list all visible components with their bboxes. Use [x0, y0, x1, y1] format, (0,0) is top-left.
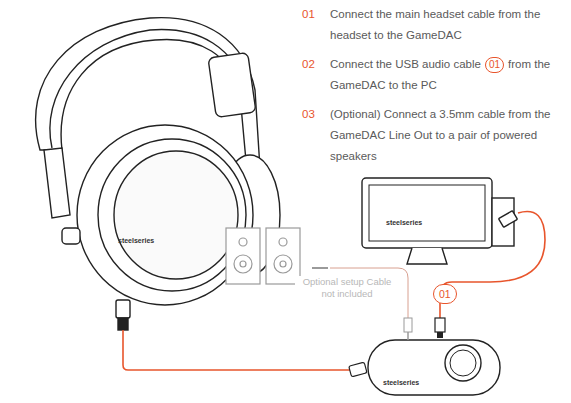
- optional-note: Optional setup Cable not included: [295, 276, 399, 300]
- step-number: 02: [302, 54, 315, 75]
- brand-logo: steelseries: [118, 236, 154, 245]
- pc-monitor: [362, 178, 517, 264]
- callout-number: 01: [485, 57, 504, 73]
- headset: [36, 18, 280, 330]
- powered-speakers: [226, 228, 300, 284]
- instruction-text: (Optional) Connect a 3.5mm cable from th…: [330, 104, 566, 167]
- step-number: 01: [302, 4, 315, 25]
- instruction-line: Connect the USB audio cable01from the Ga…: [330, 54, 566, 96]
- brand-logo: steelseries: [386, 218, 422, 227]
- instruction-text: Connect the USB audio cable: [330, 58, 481, 70]
- callout-number: 01: [433, 284, 457, 304]
- instruction-text: Connect the main headset cable from the …: [330, 4, 566, 46]
- brand-logo: steelseries: [383, 378, 419, 387]
- gamedac: [368, 340, 500, 395]
- step-number: 03: [302, 104, 315, 125]
